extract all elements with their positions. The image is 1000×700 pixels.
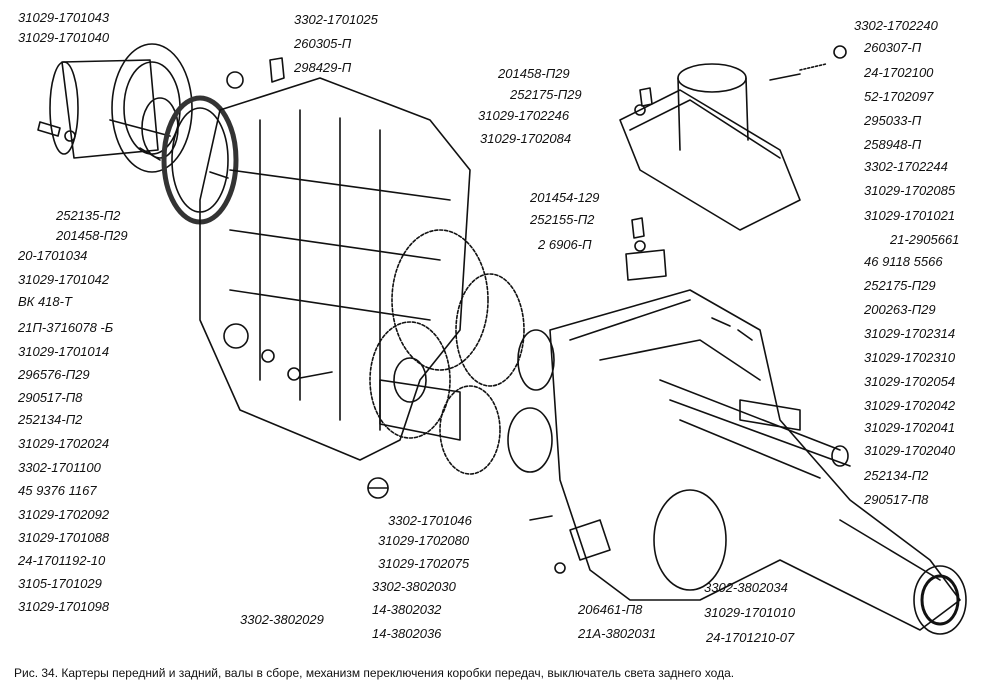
part-label: 14-3802032 [372, 602, 442, 617]
part-label: 24-1701210-07 [706, 630, 795, 645]
part-label: 290517-П8 [864, 492, 929, 507]
part-label: 3302-1701100 [18, 460, 101, 475]
part-label: 31029-1702054 [864, 374, 956, 389]
part-label: 3302-1702244 [864, 159, 948, 174]
part-label: 31029-1702092 [18, 507, 110, 522]
gear-cluster [369, 229, 555, 475]
part-label: 45 9376 1167 [18, 483, 97, 498]
figure-caption: Рис. 34. Картеры передний и задний, валы… [14, 666, 735, 680]
selector-rods [659, 379, 851, 479]
part-label: 31029-1701088 [18, 530, 110, 545]
part-label: 14-3802036 [372, 626, 442, 641]
part-label: 3302-3802029 [240, 612, 324, 627]
part-label: 31029-1702310 [864, 350, 956, 365]
part-label: 2 6906-П [538, 237, 592, 252]
top-cover [619, 45, 847, 231]
part-label: 206461-П8 [578, 602, 643, 617]
part-label: 31029-1701010 [704, 605, 796, 620]
part-label: 24-1702100 [864, 65, 934, 80]
left-bolts [37, 57, 285, 179]
part-label: 252134-П2 [864, 468, 929, 483]
part-label: 52-1702097 [864, 89, 934, 104]
part-label: 31029-1702040 [864, 443, 956, 458]
part-label: 3302-3802034 [704, 580, 788, 595]
part-label: 31029-1702042 [864, 398, 956, 413]
part-label: 20-1701034 [18, 248, 88, 263]
part-label: 201458-П29 [56, 228, 128, 243]
part-label: 46 9118 5566 [864, 254, 943, 269]
part-label: 3302-3802030 [372, 579, 456, 594]
front-housing [199, 77, 471, 461]
part-label: ВК 418-Т [18, 294, 72, 309]
part-label: 252134-П2 [18, 412, 83, 427]
part-label: 3105-1701029 [18, 576, 102, 591]
part-label: 31029-1701040 [18, 30, 110, 45]
part-label: 3302-1702240 [854, 18, 938, 33]
part-label: 252155-П2 [530, 212, 595, 227]
part-label: 21П-3716078 -Б [18, 320, 114, 335]
part-label: 31029-1701098 [18, 599, 110, 614]
part-label: 296576-П29 [18, 367, 90, 382]
part-label: 201458-П29 [498, 66, 570, 81]
part-label: 21А-3802031 [578, 626, 657, 641]
part-label: 31029-1702075 [378, 556, 470, 571]
part-label: 31029-1701021 [864, 208, 956, 223]
part-label: 31029-1701042 [18, 272, 110, 287]
part-label: 3302-1701025 [294, 12, 378, 27]
part-label: 252135-П2 [56, 208, 121, 223]
part-label: 252175-П29 [864, 278, 936, 293]
part-label: 260305-П [294, 36, 352, 51]
part-label: 31029-1702314 [864, 326, 956, 341]
part-label: 295033-П [864, 113, 922, 128]
part-label: 31029-1702080 [378, 533, 470, 548]
input-shaft-cover [49, 43, 193, 173]
part-label: 31029-1702246 [478, 108, 570, 123]
part-label: 31029-1701014 [18, 344, 110, 359]
part-label: 298429-П [294, 60, 352, 75]
part-label: 31029-1702085 [864, 183, 956, 198]
part-label: 200263-П29 [864, 302, 936, 317]
part-label: 258948-П [864, 137, 922, 152]
part-label: 201454-129 [530, 190, 600, 205]
part-label: 21-2905661 [890, 232, 960, 247]
part-label: 31029-1702084 [480, 131, 572, 146]
rear-housing [549, 289, 967, 635]
part-label: 290517-П8 [18, 390, 83, 405]
part-label: 24-1701192-10 [18, 553, 106, 568]
part-label: 3302-1701046 [388, 513, 472, 528]
part-label: 252175-П29 [510, 87, 582, 102]
switch-parts [367, 87, 753, 574]
part-label: 31029-1701043 [18, 10, 110, 25]
part-label: 31029-1702024 [18, 436, 110, 451]
part-label: 31029-1702041 [864, 420, 956, 435]
part-label: 260307-П [864, 40, 922, 55]
